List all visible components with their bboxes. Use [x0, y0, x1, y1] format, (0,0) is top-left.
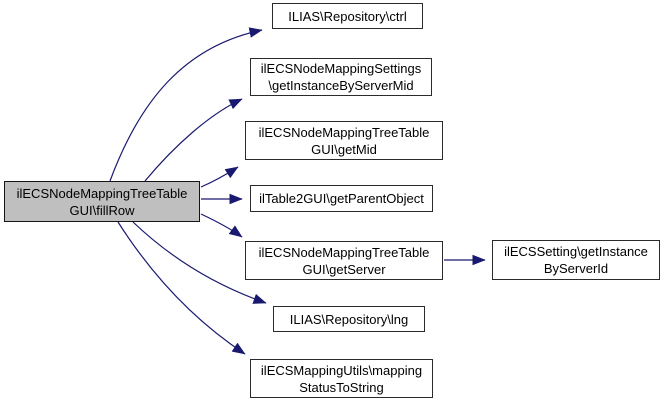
node-fillrow: ilECSNodeMappingTreeTable GUI\fillRow — [4, 181, 200, 222]
node-label: ilTable2GUI\getParentObject — [259, 191, 424, 206]
node-label: ByServerId — [543, 261, 609, 276]
node-getserver[interactable]: ilECSNodeMappingTreeTable GUI\getServer — [245, 241, 443, 280]
node-label: GUI\fillRow — [69, 202, 135, 218]
node-label: ILIAS\Repository\ctrl — [288, 8, 407, 24]
node-label: StatusToString — [299, 379, 384, 395]
node-label: ilECSNodeMappingTreeTable — [258, 244, 430, 260]
node-label: ilECSMappingUtils\mapping — [260, 362, 423, 378]
node-label: ilECSNodeMappingTreeTable — [16, 185, 188, 201]
edge-fillrow-statustostring — [117, 221, 246, 355]
node-label: ilECSNodeMappingTreeTable — [258, 124, 430, 140]
node-label: ilECSNodeMappingSettings — [260, 61, 422, 76]
node-getinstancebyserverid[interactable]: ilECSSetting\getInstance ByServerId — [492, 240, 660, 280]
node-mappingstatustostring[interactable]: ilECSMappingUtils\mapping StatusToString — [250, 359, 433, 398]
node-getinstancebyservermid[interactable]: ilECSNodeMappingSettings \getInstanceByS… — [250, 58, 432, 96]
node-getmid[interactable]: ilECSNodeMappingTreeTable GUI\getMid — [245, 121, 443, 160]
edge-fillrow-getmid — [200, 166, 239, 188]
node-label: GUI\getServer — [302, 261, 386, 277]
node-lng[interactable]: ILIAS\Repository\lng — [273, 306, 425, 332]
node-label: \getInstanceByServerMid — [268, 78, 414, 93]
node-ctrl[interactable]: ILIAS\Repository\ctrl — [272, 3, 423, 29]
node-label: GUI\getMid — [311, 141, 377, 157]
node-label: ILIAS\Repository\lng — [289, 311, 409, 327]
edge-fillrow-ctrl — [109, 27, 263, 182]
node-label: ilECSSetting\getInstance — [504, 244, 648, 259]
edge-fillrow-getinstancebyservermid — [144, 98, 243, 182]
node-getparentobject[interactable]: ilTable2GUI\getParentObject — [250, 185, 433, 212]
edge-fillrow-getserver — [200, 213, 243, 238]
